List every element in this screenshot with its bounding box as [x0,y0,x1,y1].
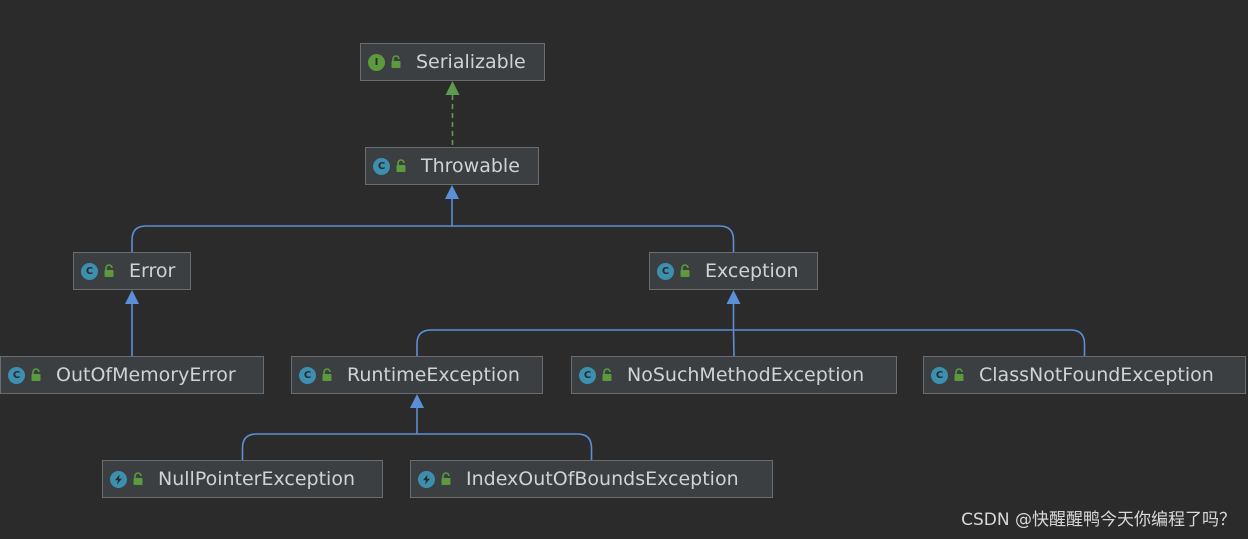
public-lock-icon [31,368,41,381]
class-node-runtimeexception[interactable]: C RuntimeException [291,356,543,394]
public-lock-icon [441,472,451,485]
class-name-label: ClassNotFoundException [979,363,1214,386]
extends-edge-runtimeexception-exception [416,329,734,356]
class-node-classnotfoundexception[interactable]: C ClassNotFoundException [923,356,1246,394]
public-lock-icon [391,55,401,68]
extends-edge-nosuchmethodexception-exception [732,329,735,357]
public-lock-icon [322,368,332,381]
class-icon: C [81,262,98,280]
class-name-label: RuntimeException [347,363,520,386]
public-lock-icon [602,368,612,381]
extends-arrowhead-error [125,290,139,304]
extends-arrowhead-exception [726,290,741,304]
public-lock-icon [680,264,690,277]
extends-edge-error-throwable [131,225,452,252]
class-name-label: NullPointerException [158,467,355,490]
class-node-serializable[interactable]: I Serializable [360,43,545,81]
class-icon: C [579,366,596,384]
class-icon: C [8,366,25,384]
exception-bolt-icon [418,470,435,488]
public-lock-icon [133,472,143,485]
class-icon: C [373,157,390,175]
exception-bolt-icon [110,470,127,488]
extends-edge-classnotfoundexception-exception [733,329,1086,356]
class-name-label: NoSuchMethodException [627,363,865,386]
class-name-label: Throwable [421,154,520,177]
class-node-exception[interactable]: C Exception [649,252,818,290]
class-name-label: OutOfMemoryError [56,363,236,386]
class-node-error[interactable]: C Error [73,252,191,290]
interface-icon: I [368,53,385,71]
class-name-label: IndexOutOfBoundsException [466,467,739,490]
extends-edge-exception-throwable [452,225,735,252]
extends-arrowhead-throwable [445,185,459,199]
extends-edge-indexoutofboundsexception-runtimeexception [417,433,593,460]
extends-edge-nullpointerexception-runtimeexception [241,433,417,460]
class-name-label: Exception [705,259,799,282]
extends-arrowhead-runtimeexception [410,394,424,408]
class-node-nosuchmethodexception[interactable]: C NoSuchMethodException [571,356,897,394]
class-node-outofmemoryerror[interactable]: C OutOfMemoryError [0,356,264,394]
public-lock-icon [396,159,406,172]
class-node-throwable[interactable]: C Throwable [365,147,539,185]
class-icon: C [299,366,316,384]
public-lock-icon [954,368,964,381]
class-icon: C [657,262,674,280]
class-name-label: Error [129,259,176,282]
implements-arrowhead [445,81,460,95]
watermark: CSDN @快醒醒鸭今天你编程了吗？ [961,510,1236,530]
class-name-label: Serializable [416,50,526,73]
public-lock-icon [104,264,114,277]
class-icon: C [931,366,948,384]
class-node-indexoutofboundsexception[interactable]: IndexOutOfBoundsException [410,460,773,498]
class-node-nullpointerexception[interactable]: NullPointerException [102,460,383,498]
